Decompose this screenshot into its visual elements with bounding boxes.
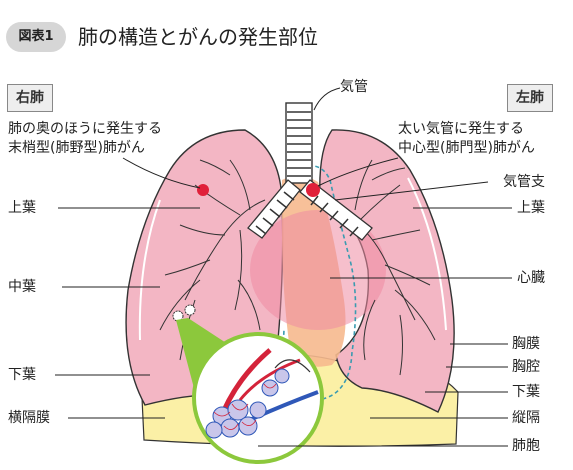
pleura-line-right	[138, 199, 161, 341]
mediastinum-label: 縦隔	[512, 410, 540, 426]
right-lung-tag: 右肺	[7, 84, 53, 112]
right-lower-lobe-label: 下葉	[8, 367, 36, 383]
right-bronchial-tree	[159, 159, 266, 361]
alveoli-marker	[184, 304, 196, 316]
trachea-label: 気管	[340, 79, 368, 95]
peripheral-tumor	[197, 184, 209, 196]
left-lower-lobe-label: 下葉	[512, 384, 540, 400]
central-tumor	[306, 183, 320, 197]
page-title: 肺の構造とがんの発生部位	[78, 25, 318, 49]
left-upper-lobe-label: 上葉	[517, 200, 545, 216]
figure-badge: 図表1	[6, 22, 66, 52]
central-cancer-line1: 太い気管に発生する	[398, 121, 524, 137]
alveoli-label: 肺胞	[512, 438, 540, 454]
heart-label: 心臓	[517, 270, 545, 286]
pleura-line	[407, 177, 447, 331]
right-upper-lobe-label: 上葉	[8, 200, 36, 216]
peripheral-cancer-line2: 末梢型(肺野型)肺がん	[8, 140, 145, 156]
right-middle-lobe-label: 中葉	[8, 279, 36, 295]
left-lung-tag: 左肺	[507, 84, 553, 112]
trachea-shape	[285, 102, 313, 184]
main-bronchi	[247, 179, 373, 241]
leader-lines	[55, 87, 512, 447]
diaphragm-label: 横隔膜	[8, 410, 50, 426]
bronchus-label: 気管支	[503, 174, 545, 190]
pleura-label: 胸膜	[512, 336, 540, 352]
heart-shape	[250, 210, 386, 330]
alveoli-detail	[205, 348, 319, 439]
peripheral-cancer-line1: 肺の奥のほうに発生する	[8, 121, 162, 137]
central-cancer-line2: 中心型(肺門型)肺がん	[398, 140, 535, 156]
pleural-cavity-label: 胸腔	[512, 359, 540, 375]
